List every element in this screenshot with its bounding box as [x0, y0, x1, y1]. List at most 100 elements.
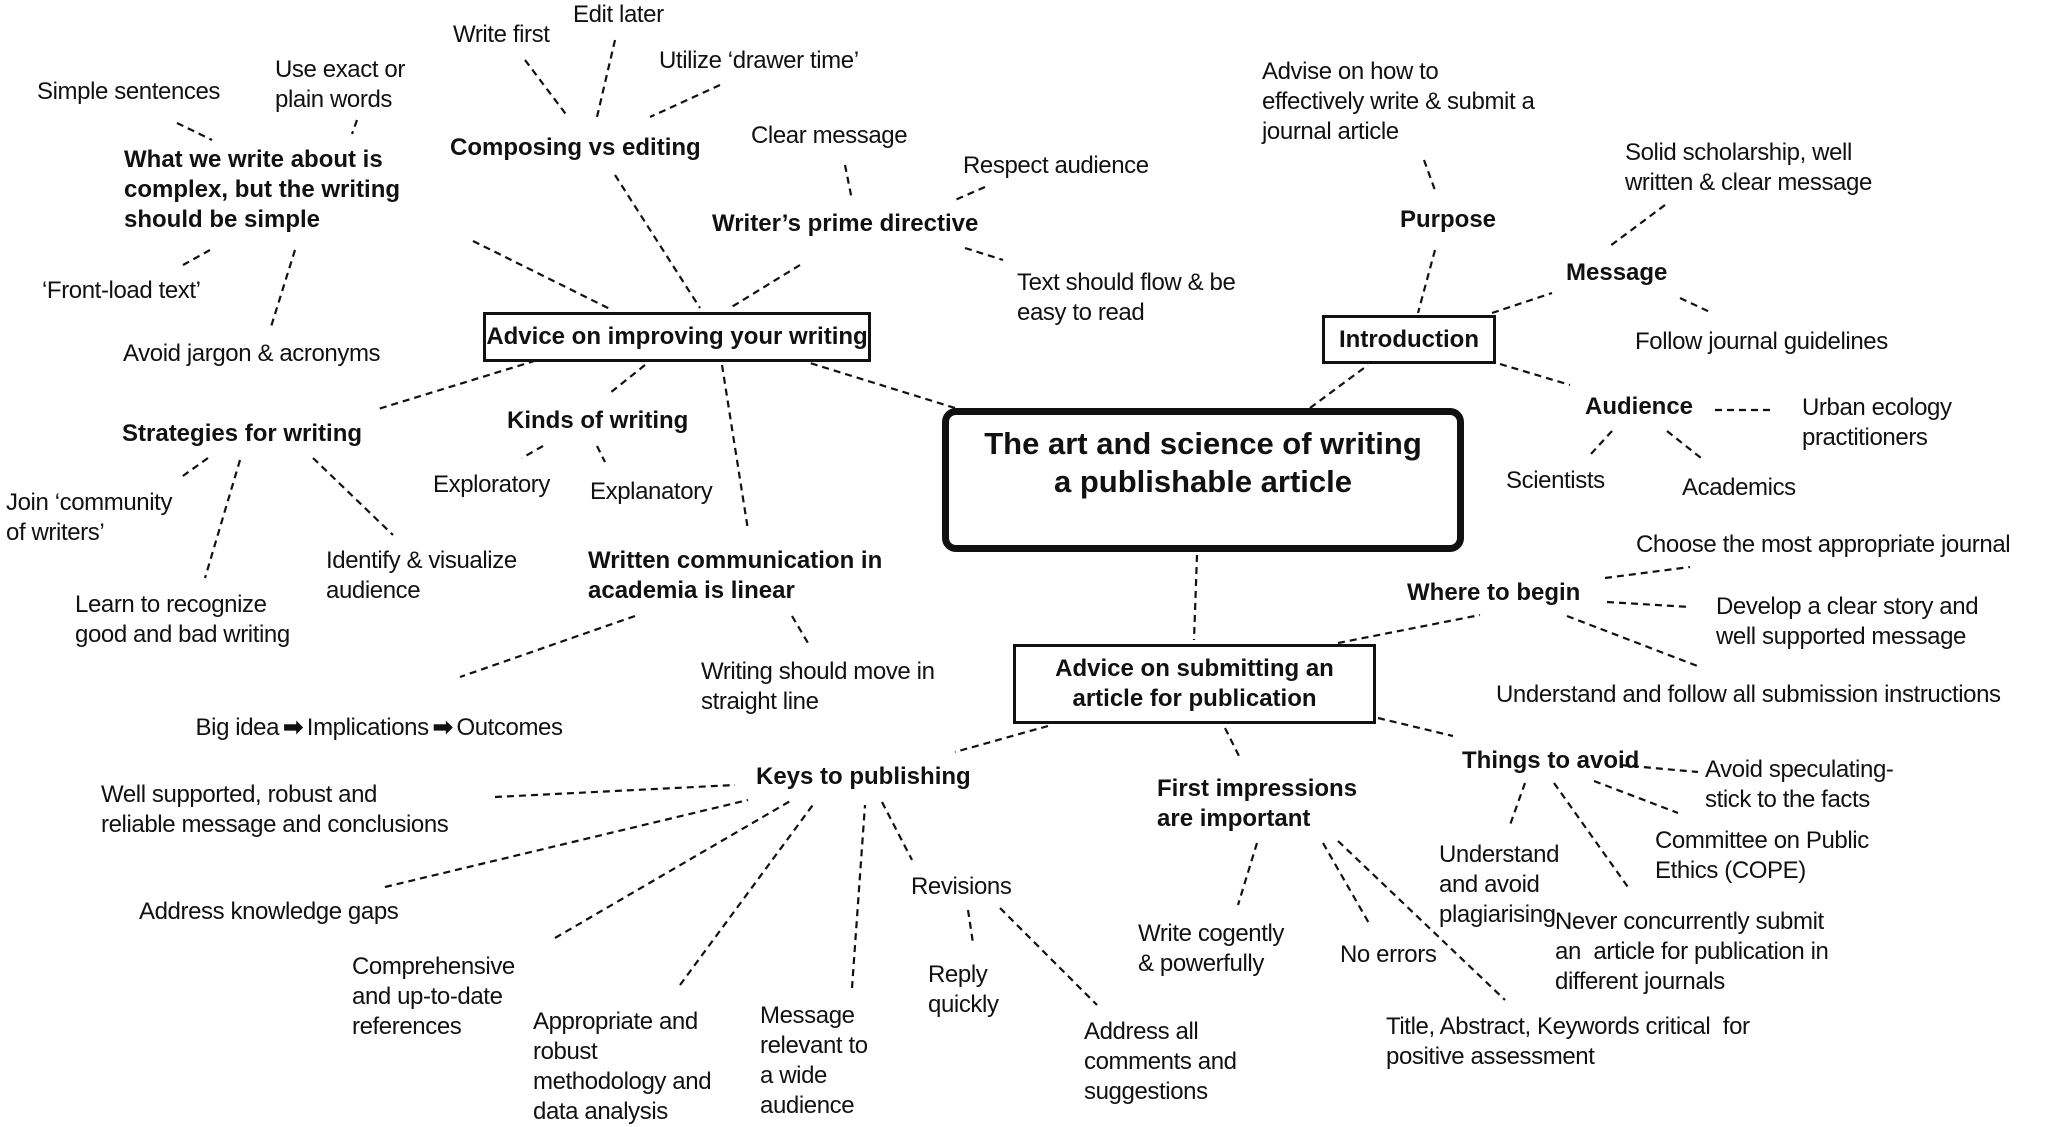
subtopic-where-to-begin: Where to begin — [1407, 579, 1581, 606]
leaf-title-abstract: Title, Abstract, Keywords critical for p… — [1386, 1013, 1750, 1070]
leaf-reply-quickly: Reply quickly — [928, 961, 999, 1018]
leaf-knowledge-gaps: Address knowledge gaps — [139, 898, 399, 925]
leaf-write-first: Write first — [453, 21, 550, 48]
arrow-right-icon: ➡ — [432, 714, 453, 741]
connector-line — [521, 445, 544, 459]
connector-line — [1337, 613, 1481, 645]
connector-line — [1491, 291, 1553, 315]
subtopic-keys: Keys to publishing — [756, 763, 971, 790]
leaf-explanatory: Explanatory — [590, 478, 713, 505]
connector-line — [964, 246, 1004, 262]
connector-line — [494, 783, 736, 799]
central-topic: The art and science of writing a publish… — [942, 408, 1464, 552]
branch-improving-box: Advice on improving your writing — [483, 312, 871, 362]
leaf-journal-guidelines: Follow journal guidelines — [1635, 328, 1888, 355]
connector-line — [1609, 204, 1666, 247]
connector-line — [1566, 614, 1701, 669]
leaf-exact-words: Use exact or plain words — [275, 56, 405, 113]
leaf-flow-sequence: Big idea➡Implications➡Outcomes — [183, 683, 563, 743]
flow-implications: Implications — [306, 714, 429, 741]
leaf-plagiarising: Understand and avoid plagiarising — [1439, 841, 1560, 928]
connector-line — [596, 445, 606, 463]
connector-central-submitting — [1192, 554, 1199, 641]
subtopic-strategies: Strategies for writing — [122, 420, 363, 447]
branch-submitting-box: Advice on submitting an article for publ… — [1013, 644, 1376, 724]
connector-line — [1499, 362, 1571, 387]
leaf-recognize: Learn to recognize good and bad writing — [75, 591, 290, 648]
connector-line — [312, 457, 394, 536]
branch-improving-label: Advice on improving your writing — [486, 323, 868, 350]
leaf-concurrent-submit: Never concurrently submit an article for… — [1555, 908, 1829, 995]
connector-line — [554, 799, 793, 939]
connector-line — [609, 364, 646, 394]
connector-line — [649, 83, 721, 119]
leaf-text-flow: Text should flow & be easy to read — [1017, 269, 1236, 326]
branch-submitting-label: Advice on submitting an article for publ… — [1055, 655, 1334, 712]
subtopic-audience: Audience — [1585, 393, 1694, 420]
leaf-drawer-time: Utilize ‘drawer time’ — [659, 47, 859, 74]
leaf-write-cogently: Write cogently & powerfully — [1138, 920, 1285, 977]
subtopic-prime-directive: Writer’s prime directive — [712, 210, 979, 237]
connector-line — [1508, 782, 1527, 826]
subtopic-things-to-avoid: Things to avoid — [1462, 747, 1640, 774]
connector-line — [1322, 842, 1371, 926]
connector-line — [1553, 782, 1631, 891]
connector-line — [176, 122, 213, 141]
connector-line — [203, 459, 242, 579]
leaf-exploratory: Exploratory — [433, 471, 550, 498]
central-title: The art and science of writing a publish… — [984, 426, 1422, 499]
connector-line — [1224, 727, 1241, 759]
leaf-no-errors: No errors — [1340, 941, 1437, 968]
subtopic-message: Message — [1566, 259, 1668, 286]
subtopic-kinds: Kinds of writing — [507, 407, 689, 434]
connector-line — [954, 185, 986, 202]
leaf-straight-line: Writing should move in straight line — [701, 658, 935, 715]
connector-line — [1589, 430, 1613, 456]
leaf-clear-story: Develop a clear story and well supported… — [1716, 593, 1979, 650]
subtopic-composing: Composing vs editing — [450, 134, 701, 161]
leaf-respect-audience: Respect audience — [963, 152, 1149, 179]
subtopic-revisions: Revisions — [911, 873, 1012, 900]
leaf-purpose-advise: Advise on how to effectively write & sub… — [1262, 58, 1535, 145]
connector-line — [791, 615, 809, 644]
leaf-well-supported: Well supported, robust and reliable mess… — [101, 781, 449, 838]
connector-line — [614, 174, 701, 309]
connector-line — [384, 798, 749, 889]
leaf-scientists: Scientists — [1506, 467, 1605, 494]
subtopic-linear: Written communication in academia is lin… — [588, 547, 883, 604]
subtopic-simple: What we write about is complex, but the … — [124, 146, 401, 233]
connector-line — [350, 119, 359, 135]
leaf-address-comments: Address all comments and suggestions — [1084, 1018, 1237, 1105]
connector-line — [850, 804, 867, 989]
connector-line — [595, 39, 617, 118]
connector-line — [374, 348, 571, 412]
leaf-edit-later: Edit later — [573, 1, 664, 28]
connector-line — [459, 614, 636, 679]
leaf-visualize: Identify & visualize audience — [326, 547, 517, 604]
branch-introduction-label: Introduction — [1339, 325, 1479, 353]
connector-line — [720, 364, 750, 531]
flow-big-idea: Big idea — [195, 714, 280, 741]
connector-line — [1666, 430, 1702, 459]
connector-line — [268, 249, 297, 331]
connector-line — [966, 909, 975, 944]
subtopic-first-impressions: First impressions are important — [1157, 775, 1358, 832]
leaf-community: Join ‘community of writers’ — [6, 489, 173, 546]
connector-line — [1593, 779, 1679, 815]
connector-line — [1416, 249, 1437, 314]
flow-outcomes: Outcomes — [456, 714, 563, 741]
connector-line — [1377, 716, 1454, 738]
connector-line — [1606, 600, 1691, 609]
connector-line — [999, 907, 1098, 1006]
leaf-simple-sentences: Simple sentences — [37, 78, 221, 105]
leaf-references: Comprehensive and up-to-date references — [352, 953, 515, 1040]
connector-line — [524, 59, 569, 118]
connector-central-introduction — [1309, 364, 1369, 409]
leaf-submission-instructions: Understand and follow all submission ins… — [1496, 681, 2001, 708]
connector-line — [843, 164, 854, 201]
connector-line — [1604, 565, 1691, 580]
leaf-methodology: Appropriate and robust methodology and d… — [533, 1008, 712, 1125]
leaf-front-load: ‘Front-load text’ — [42, 277, 201, 304]
leaf-choose-journal: Choose the most appropriate journal — [1636, 531, 2011, 558]
